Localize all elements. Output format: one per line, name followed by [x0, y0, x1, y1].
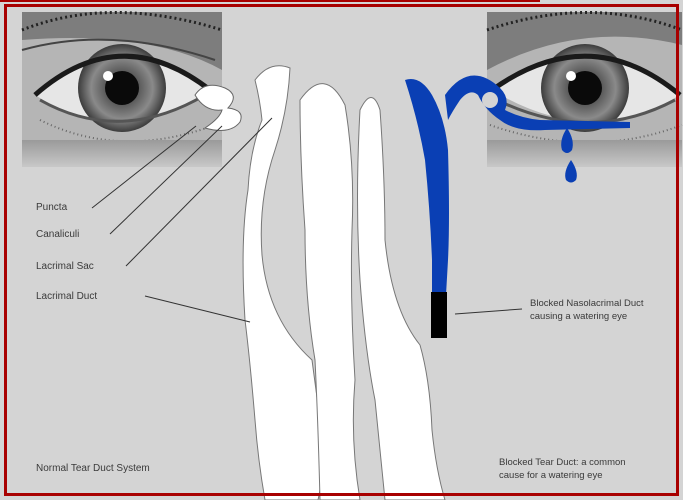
left-eye-photo [22, 12, 222, 167]
caption-blocked-line1: Blocked Tear Duct: a common [499, 457, 626, 469]
right-eye-photo [487, 12, 682, 167]
label-canaliculi: Canaliculi [36, 228, 79, 241]
caption-normal: Normal Tear Duct System [36, 462, 150, 475]
duct-blockage [431, 292, 447, 338]
label-puncta: Puncta [36, 201, 67, 214]
label-blocked-duct-line2: causing a watering eye [530, 311, 627, 323]
label-lacrimal-sac: Lacrimal Sac [36, 260, 94, 273]
label-lacrimal-duct: Lacrimal Duct [36, 290, 97, 303]
caption-blocked-line2: cause for a watering eye [499, 470, 603, 482]
label-blocked-duct-line1: Blocked Nasolacrimal Duct [530, 298, 644, 310]
